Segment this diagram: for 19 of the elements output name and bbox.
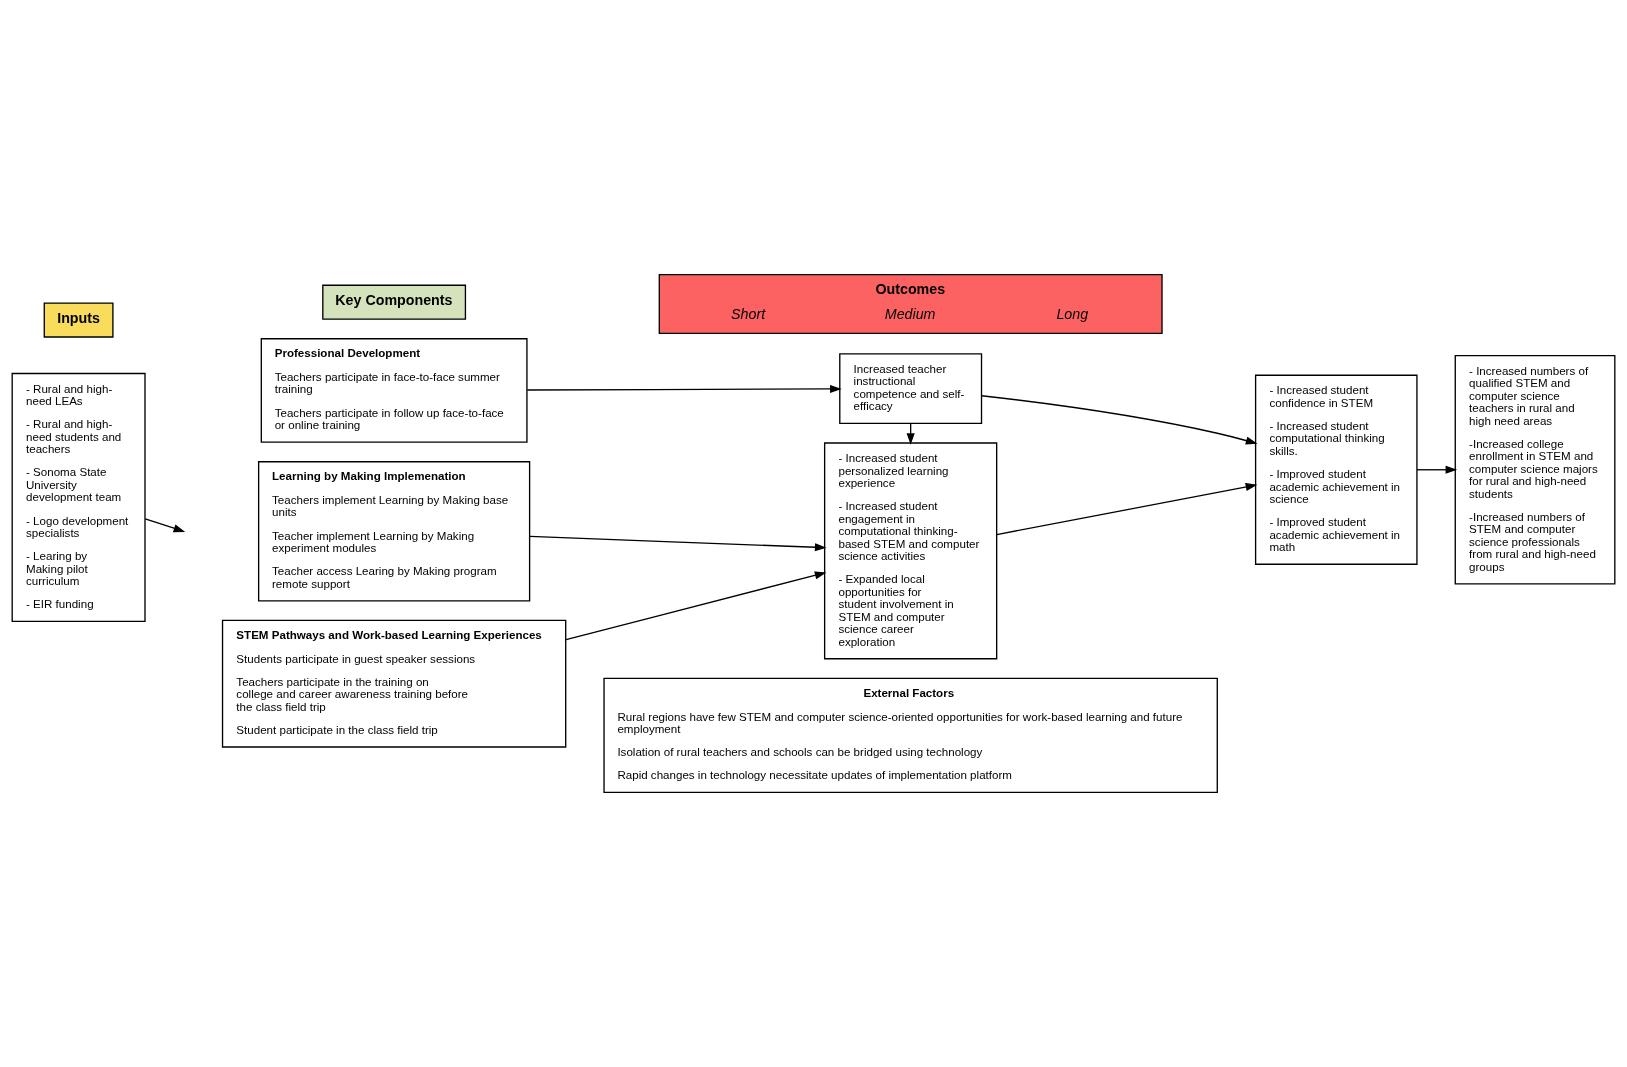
node-box: Key Components — [322, 284, 467, 320]
node-box: Outcomes Short Medium Long — [658, 273, 1163, 335]
node-box: STEM Pathways and Work-based Learning Experiences Students participate in guest speaker sessions Teachers participate in the training on college and career awareness training before the class field trip Student participate in the class field trip — [221, 619, 567, 748]
arrow — [1416, 465, 1458, 474]
arrow — [529, 535, 827, 552]
node-box: - Increased student confidence in STEM - Increased student computational thinking skills. - Improved student academic achievement in science - Improved student academic achievement in math — [1254, 374, 1418, 565]
node-box: Learning by Making Implemenation Teachers implement Learning by Making base units Teacher implement Learning by Making experiment modules Teacher access Learing by Making program remote support — [257, 461, 531, 602]
arrow — [980, 395, 1258, 445]
arrow — [565, 571, 827, 641]
node-box: Increased teacher instructional competence and self-efficacy — [839, 353, 983, 425]
arrow — [144, 518, 186, 533]
arrow — [526, 384, 842, 393]
node-box: - Increased student personalized learning experience - Increased student engagement in computational thinking-based STEM and computer science activities - Expanded local opportunities for student involvement in STEM and computer science career exploration — [823, 442, 998, 660]
node-box: - Increased numbers of qualified STEM and computer science teachers in rural and high need areas -Increased college enrollment in STEM and computer science majors for rural and high-need students -Increased numbers of STEM and computer science professionals from rural and high-need groups — [1454, 355, 1616, 585]
arrow — [996, 482, 1258, 536]
node-box: Professional Development Teachers participate in face-to-face summer training Teachers participate in follow up face-to-face or online training — [260, 338, 528, 443]
node-box: Inputs — [43, 302, 114, 338]
node-box: External Factors Rural regions have few STEM and computer science-oriented opportunities for work-based learning and future employment Isolation of rural teachers and schools can be bridged using technology Rapid changes in technology necessitate updates of implementation platform — [603, 677, 1218, 794]
node-box: - Rural and high-need LEAs - Rural and high-need students and teachers - Sonoma State University development team - Logo development specialists - Learing by Making pilot curriculum - EIR funding — [11, 372, 146, 622]
